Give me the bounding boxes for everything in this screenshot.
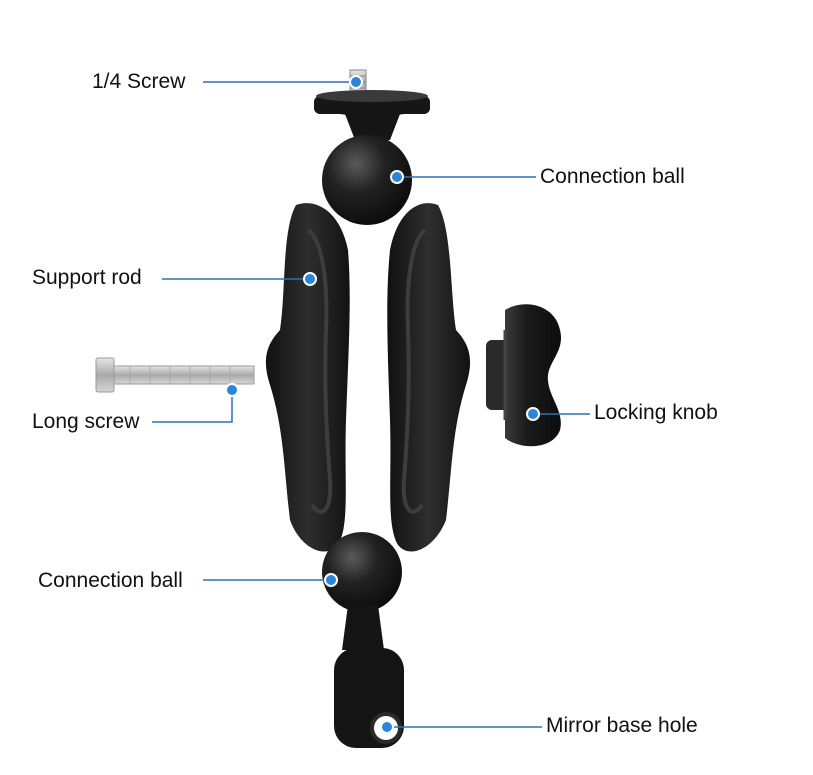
label-connection-ball-bottom: Connection ball <box>38 569 183 592</box>
label-connection-ball-top: Connection ball <box>540 165 685 188</box>
marker-dot-locking-knob <box>526 407 540 421</box>
marker-dot-quarter-screw <box>349 75 363 89</box>
marker-dot-long-screw <box>225 383 239 397</box>
label-locking-knob: Locking knob <box>594 401 718 424</box>
label-support-rod: Support rod <box>32 266 142 289</box>
label-mirror-base-hole: Mirror base hole <box>546 714 698 737</box>
marker-dot-ball-bottom <box>324 573 338 587</box>
leader-lines <box>152 81 590 728</box>
leader-line-long-screw <box>152 392 233 423</box>
locking-knob-part <box>486 304 562 447</box>
label-long-screw: Long screw <box>32 410 140 433</box>
marker-dot-ball-top <box>390 170 404 184</box>
support-rod-right-part <box>387 203 471 552</box>
connection-ball-top-part <box>322 135 412 225</box>
marker-dots <box>225 75 540 734</box>
long-screw-part <box>95 357 255 393</box>
label-quarter-screw: 1/4 Screw <box>92 70 186 93</box>
marker-dot-mirror-base <box>380 720 394 734</box>
support-rod-left-part <box>265 203 350 552</box>
quarter-screw-part <box>314 69 430 140</box>
mirror-base-arm-part <box>322 532 404 748</box>
marker-dot-support-rod <box>303 272 317 286</box>
